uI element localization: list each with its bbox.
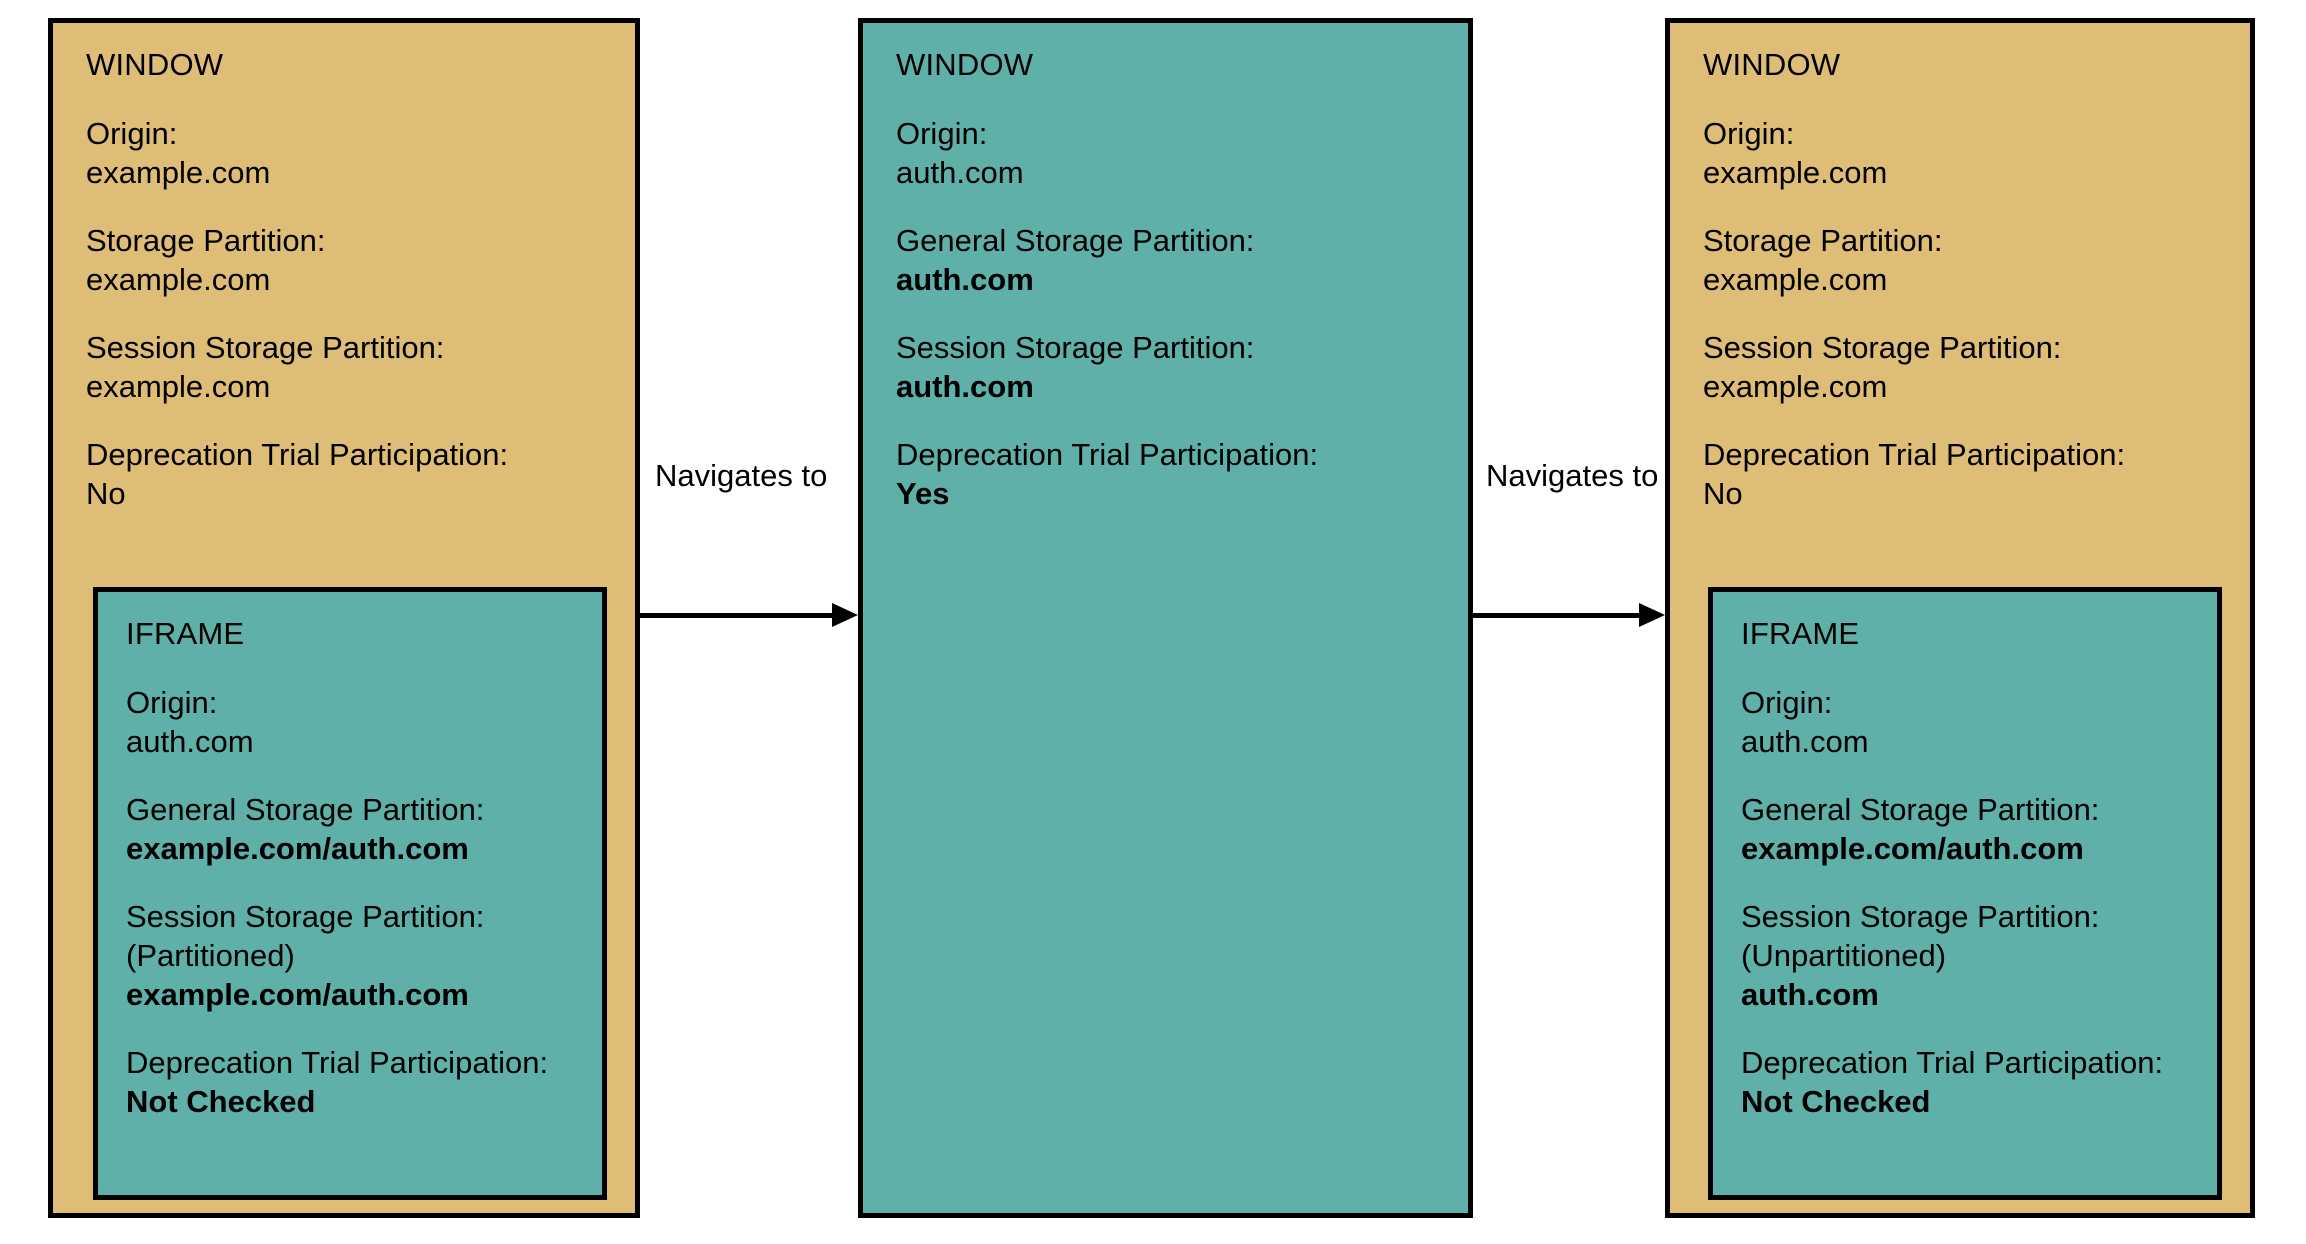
field-origin: Origin: auth.com: [1741, 683, 2207, 761]
field-deprecation-trial-participation: Deprecation Trial Participation: Not Che…: [126, 1043, 592, 1121]
field-value: auth.com: [1741, 724, 1869, 759]
iframe-fields-1: IFRAME Origin: auth.com General Storage …: [126, 614, 592, 1121]
field-value: example.com: [86, 262, 271, 297]
field-value: example.com: [1703, 369, 1888, 404]
field-value: example.com/auth.com: [126, 977, 469, 1012]
field-label: Storage Partition:: [86, 223, 326, 258]
iframe-panel-3: IFRAME Origin: auth.com General Storage …: [1708, 587, 2222, 1200]
field-value: example.com: [1703, 155, 1888, 190]
field-value: example.com: [86, 155, 271, 190]
window-fields-2: WINDOW Origin: auth.com General Storage …: [896, 45, 1458, 513]
field-label: General Storage Partition:: [1741, 792, 2100, 827]
field-deprecation-trial-participation: Deprecation Trial Participation: No: [1703, 435, 2240, 513]
field-value: auth.com: [896, 262, 1034, 297]
field-value: auth.com: [896, 155, 1024, 190]
field-label: Deprecation Trial Participation:: [1703, 437, 2126, 472]
iframe-heading-3: IFRAME: [1741, 616, 1860, 651]
window-panel-2: WINDOW Origin: auth.com General Storage …: [858, 18, 1473, 1218]
field-label: Deprecation Trial Participation:: [86, 437, 509, 472]
field-value: Yes: [896, 476, 950, 511]
field-value: Not Checked: [126, 1084, 316, 1119]
field-deprecation-trial-participation: Deprecation Trial Participation: Yes: [896, 435, 1458, 513]
window-panel-3: WINDOW Origin: example.com Storage Parti…: [1665, 18, 2255, 1218]
field-session-storage-partition: Session Storage Partition: (Unpartitione…: [1741, 897, 2207, 1014]
field-label: Session Storage Partition:: [126, 899, 485, 934]
field-label: Origin:: [86, 116, 178, 151]
arrow-line: [1473, 613, 1643, 618]
field-label: Origin:: [1741, 685, 1833, 720]
field-value: No: [86, 476, 126, 511]
field-value: example.com/auth.com: [1741, 831, 2084, 866]
field-label: Deprecation Trial Participation:: [126, 1045, 549, 1080]
field-label: Session Storage Partition:: [896, 330, 1255, 365]
field-storage-partition: Storage Partition: example.com: [1703, 221, 2240, 299]
field-value: auth.com: [1741, 977, 1879, 1012]
window-heading-2: WINDOW: [896, 47, 1034, 82]
field-qualifier: (Partitioned): [126, 938, 295, 973]
field-label: Deprecation Trial Participation:: [1741, 1045, 2164, 1080]
iframe-panel-1: IFRAME Origin: auth.com General Storage …: [93, 587, 607, 1200]
field-origin: Origin: example.com: [86, 114, 625, 192]
field-general-storage-partition: General Storage Partition: auth.com: [896, 221, 1458, 299]
field-label: Session Storage Partition:: [86, 330, 445, 365]
field-session-storage-partition: Session Storage Partition: auth.com: [896, 328, 1458, 406]
field-value: auth.com: [126, 724, 254, 759]
field-label: Origin:: [1703, 116, 1795, 151]
field-value: auth.com: [896, 369, 1034, 404]
iframe-fields-3: IFRAME Origin: auth.com General Storage …: [1741, 614, 2207, 1121]
field-deprecation-trial-participation: Deprecation Trial Participation: No: [86, 435, 625, 513]
arrow-label: Navigates to: [655, 458, 828, 493]
arrow-head-icon: [832, 603, 858, 627]
field-value: example.com/auth.com: [126, 831, 469, 866]
window-panel-1: WINDOW Origin: example.com Storage Parti…: [48, 18, 640, 1218]
field-label: Session Storage Partition:: [1741, 899, 2100, 934]
iframe-heading-1: IFRAME: [126, 616, 245, 651]
field-session-storage-partition: Session Storage Partition: (Partitioned)…: [126, 897, 592, 1014]
window-fields-1: WINDOW Origin: example.com Storage Parti…: [86, 45, 625, 513]
arrow-line: [640, 613, 836, 618]
field-origin: Origin: example.com: [1703, 114, 2240, 192]
field-origin: Origin: auth.com: [126, 683, 592, 761]
field-qualifier: (Unpartitioned): [1741, 938, 1947, 973]
field-session-storage-partition: Session Storage Partition: example.com: [86, 328, 625, 406]
arrow-label: Navigates to: [1486, 458, 1659, 493]
window-heading-3: WINDOW: [1703, 47, 1841, 82]
arrow-head-icon: [1639, 603, 1665, 627]
field-label: Origin:: [896, 116, 988, 151]
field-value: No: [1703, 476, 1743, 511]
field-storage-partition: Storage Partition: example.com: [86, 221, 625, 299]
field-label: Storage Partition:: [1703, 223, 1943, 258]
field-value: example.com: [86, 369, 271, 404]
field-label: Session Storage Partition:: [1703, 330, 2062, 365]
field-label: Origin:: [126, 685, 218, 720]
field-deprecation-trial-participation: Deprecation Trial Participation: Not Che…: [1741, 1043, 2207, 1121]
field-label: Deprecation Trial Participation:: [896, 437, 1319, 472]
field-label: General Storage Partition:: [896, 223, 1255, 258]
field-general-storage-partition: General Storage Partition: example.com/a…: [1741, 790, 2207, 868]
field-value: example.com: [1703, 262, 1888, 297]
field-label: General Storage Partition:: [126, 792, 485, 827]
field-value: Not Checked: [1741, 1084, 1931, 1119]
field-general-storage-partition: General Storage Partition: example.com/a…: [126, 790, 592, 868]
window-fields-3: WINDOW Origin: example.com Storage Parti…: [1703, 45, 2240, 513]
field-origin: Origin: auth.com: [896, 114, 1458, 192]
field-session-storage-partition: Session Storage Partition: example.com: [1703, 328, 2240, 406]
window-heading-1: WINDOW: [86, 47, 224, 82]
